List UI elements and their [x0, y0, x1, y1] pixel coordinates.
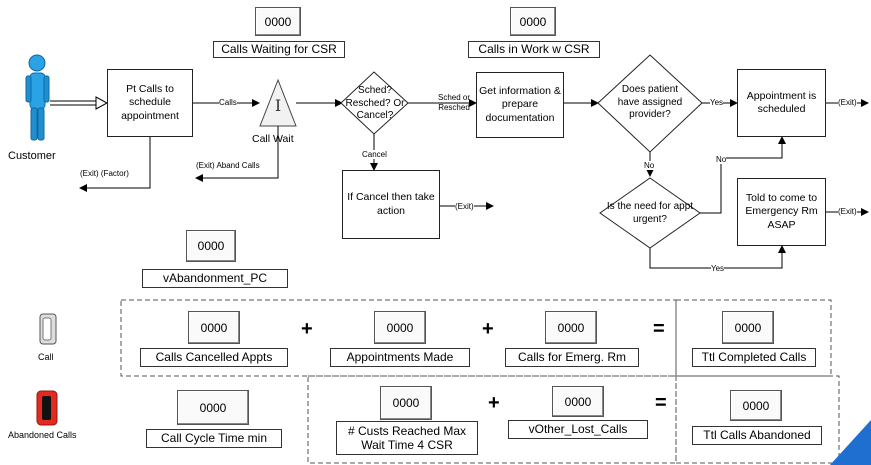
edge-label-calls: Calls — [219, 98, 237, 107]
edge-label-exit-cancel: (Exit) — [455, 202, 474, 211]
edge-label-exit-appt: (Exit) — [838, 98, 857, 107]
urgent-decision: Is the need for appt urgent? — [606, 201, 694, 225]
label-calls-emerg: Calls for Emerg. Rm — [505, 348, 639, 367]
edge-label-sched: Sched or Resched — [437, 93, 471, 113]
legend-abandoned-label: Abandoned Calls — [8, 430, 77, 440]
counter-ttl-abandoned: 0000 — [730, 390, 782, 421]
counter-cycle-time: 0000 — [177, 390, 249, 425]
counter-appointments-made: 0000 — [374, 311, 426, 344]
label-ttl-completed: Ttl Completed Calls — [692, 348, 816, 367]
counter-cancelled-appts: 0000 — [188, 311, 240, 344]
edge-label-cancel: Cancel — [362, 150, 387, 159]
phone-call-icon — [39, 313, 57, 345]
counter-ttl-completed: 0000 — [722, 311, 774, 344]
label-waiting-csr: Calls Waiting for CSR — [213, 41, 345, 58]
customer-figure-icon — [25, 54, 50, 141]
counter-custs-max-wait: 0000 — [380, 386, 432, 420]
counter-other-lost: 0000 — [552, 386, 604, 417]
emergency-node: Told to come to Emergency Rm ASAP — [737, 178, 826, 246]
appointment-scheduled-node: Appointment is scheduled — [737, 69, 826, 137]
plus-operator: + — [482, 318, 494, 340]
call-wait-queue-icon: I — [259, 78, 297, 127]
svg-text:I: I — [275, 96, 281, 115]
label-other-lost: vOther_Lost_Calls — [508, 420, 648, 439]
equals-operator: = — [655, 392, 667, 414]
legend-call-label: Call — [38, 352, 54, 362]
equals-operator: = — [653, 318, 665, 340]
counter-calls-emerg: 0000 — [545, 311, 597, 344]
call-wait-label: Call Wait — [252, 133, 294, 145]
edge-label-exit-factor: (Exit) (Factor) — [80, 169, 129, 178]
get-info-node: Get information & prepare documentation — [476, 72, 564, 138]
edge-label-exit-emerg: (Exit) — [838, 207, 857, 216]
edge-label-no-urgent: No — [716, 155, 727, 164]
counter-abandonment-pc: 0000 — [186, 230, 236, 262]
label-in-work-csr: Calls in Work w CSR — [468, 41, 600, 58]
assigned-provider-decision: Does patient have assigned provider? — [617, 84, 683, 120]
label-cycle-time: Call Cycle Time min — [146, 429, 282, 448]
edge-label-exit-aband: (Exit) Aband Calls — [196, 161, 260, 170]
plus-operator: + — [301, 318, 313, 340]
edge-label-no-provider: No — [644, 161, 655, 170]
plus-operator: + — [488, 392, 500, 414]
label-custs-max-wait: # Custs Reached Max Wait Time 4 CSR — [336, 421, 478, 455]
edge-label-yes-urgent: Yes — [711, 264, 725, 273]
counter-in-work-csr: 0000 — [510, 7, 556, 36]
cancel-action-node: If Cancel then take action — [342, 170, 440, 239]
label-appointments-made: Appointments Made — [330, 348, 470, 367]
sched-decision-node: Sched? Resched? Or Cancel? — [345, 85, 405, 121]
corner-decoration — [830, 420, 871, 465]
customer-label: Customer — [8, 150, 56, 162]
counter-waiting-csr: 0000 — [255, 7, 301, 36]
phone-abandoned-icon — [36, 390, 58, 426]
pt-calls-node: Pt Calls to schedule appointment — [107, 69, 193, 137]
label-ttl-abandoned: Ttl Calls Abandoned — [692, 426, 822, 445]
label-cancelled-appts: Calls Cancelled Appts — [140, 348, 288, 367]
label-abandonment-pc: vAbandonment_PC — [142, 269, 288, 288]
edge-label-yes-provider: Yes — [710, 98, 724, 107]
